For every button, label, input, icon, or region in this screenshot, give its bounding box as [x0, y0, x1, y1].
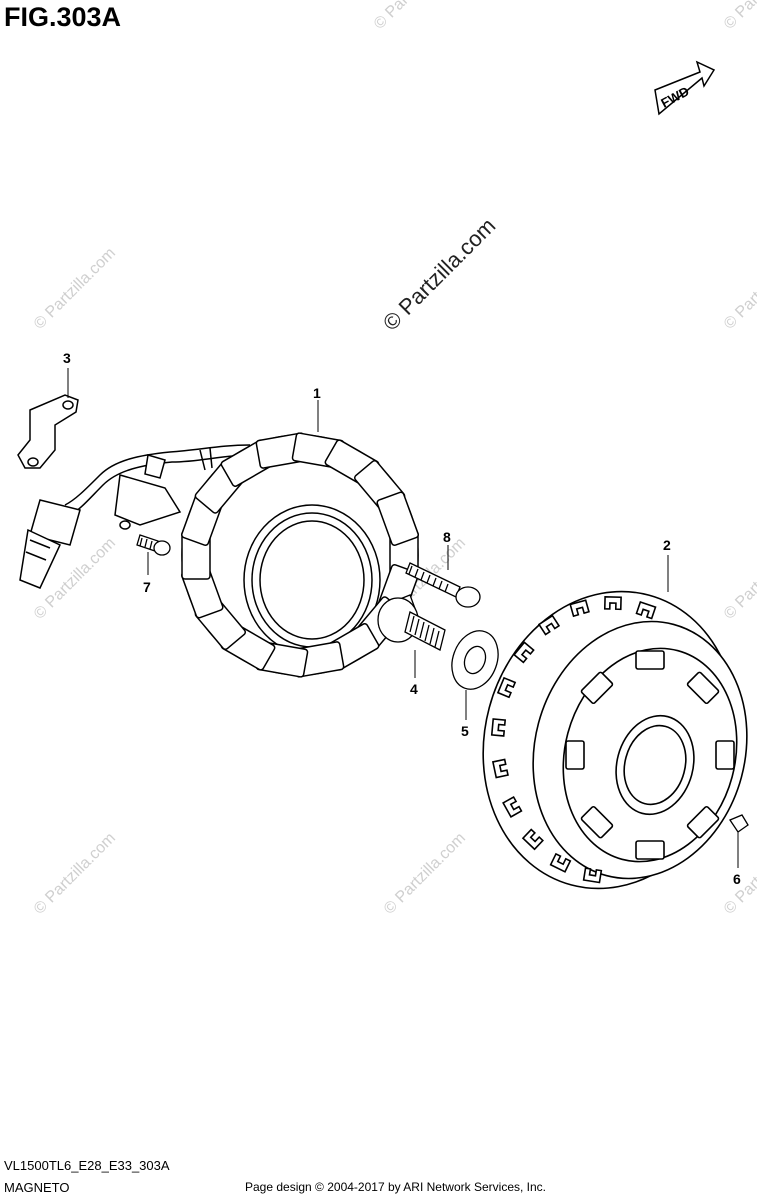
thread-line [438, 580, 443, 590]
bolt-part-4 [377, 594, 446, 651]
rotor-magnet [635, 840, 665, 860]
rotor-slot [521, 828, 544, 851]
thread-line [426, 574, 431, 584]
thread-line [424, 624, 430, 642]
rotor-slot [582, 867, 603, 884]
watermark-repeat: © Partzilla.com [31, 245, 119, 333]
bolt-part-8 [405, 562, 481, 608]
thread-line [414, 618, 420, 636]
leader-lines [67, 368, 739, 868]
thread-line [409, 615, 415, 633]
watermark-repeat: © Partzilla.com [381, 830, 469, 918]
footer-copyright: Page design © 2004-2017 by ARI Network S… [245, 1180, 547, 1194]
model-code: VL1500TL6_E28_E33_303A [4, 1158, 170, 1173]
thread-line [434, 630, 440, 648]
thread-line [414, 568, 419, 578]
watermark-repeat: © Partzilla.com [721, 535, 757, 623]
rotor-slot [502, 795, 523, 818]
figure-title: FIG.303A [4, 2, 122, 32]
thread-line [408, 565, 413, 575]
rotor-slot [513, 641, 535, 664]
rotor-slot [635, 601, 657, 620]
thread-line [419, 621, 425, 639]
callout-2: 2 [663, 537, 671, 553]
callout-4: 4 [410, 681, 418, 697]
rotor-slot [490, 718, 507, 737]
stator-part-1 [181, 432, 419, 678]
rotor-magnet [565, 740, 585, 770]
rotor-magnet [715, 740, 735, 770]
rotor-slot [496, 676, 517, 699]
callout-7: 7 [143, 579, 151, 595]
watermark-main: © Partzilla.com [378, 213, 501, 336]
callout-6: 6 [733, 871, 741, 887]
rotor-slot [537, 614, 561, 636]
rotor-magnet [686, 671, 720, 705]
callout-5: 5 [461, 723, 469, 739]
watermark-repeat: © Partzilla.com [721, 0, 757, 33]
thread-line [429, 627, 435, 645]
callout-labels: 1 2 3 4 5 6 7 8 [63, 350, 741, 887]
callout-3: 3 [63, 350, 71, 366]
washer-part-5 [451, 630, 499, 690]
rotor-magnet [580, 671, 614, 705]
wire-harness [19, 444, 253, 589]
rotor-magnet [635, 650, 665, 670]
thread-line [432, 577, 437, 587]
thread-line [420, 571, 425, 581]
rotor-slot [549, 852, 572, 873]
rotor-slot [603, 596, 622, 611]
watermark-repeat: © Partzilla.com [721, 245, 757, 333]
watermark-repeat: © Partzilla.com [371, 0, 459, 33]
rotor-magnet [580, 805, 614, 839]
section-name: MAGNETO [4, 1180, 70, 1195]
screw-part-7 [136, 534, 171, 556]
rotor-slot [569, 599, 590, 618]
watermark-repeat: © Partzilla.com [31, 830, 119, 918]
rotor-slot [491, 758, 509, 779]
thread-line [444, 583, 449, 593]
rotor-magnet [686, 805, 720, 839]
callout-1: 1 [313, 385, 321, 401]
rotor-part-2 [482, 590, 748, 890]
stator-pole [376, 491, 419, 546]
callout-8: 8 [443, 529, 451, 545]
clamp-part-3 [17, 394, 79, 469]
fwd-arrow: FWD [654, 60, 716, 116]
key-part-6 [729, 814, 749, 833]
